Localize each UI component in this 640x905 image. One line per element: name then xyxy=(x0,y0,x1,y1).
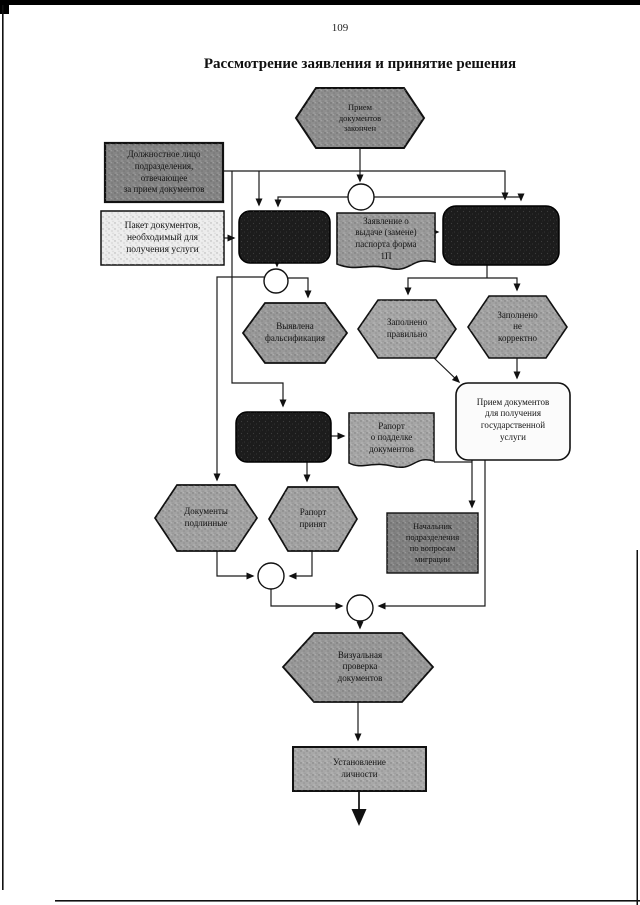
report-document-label: Рапорт о подделке документов xyxy=(369,420,414,454)
exit-arrowhead xyxy=(351,809,367,826)
connector-lines xyxy=(213,148,525,810)
falsification-hexagon-label: Выявлена фальсификация xyxy=(265,321,325,343)
connector-junctionA-to-process1 xyxy=(274,196,348,208)
connector-correct-to-reception xyxy=(432,356,461,384)
start-hexagon-label: Прием документов закончен xyxy=(338,101,382,134)
connector-junctionB-to-genuine xyxy=(213,276,264,482)
connector-junctionB-to-falsification xyxy=(288,277,312,299)
chief-box-label: Начальник подразделения по вопросам мигр… xyxy=(405,521,460,564)
page-border-bottom xyxy=(55,900,640,902)
visual-check-hexagon-label: Визуальная проверка документов xyxy=(337,649,383,683)
reception-box-label: Прием документов для получения государст… xyxy=(476,396,550,442)
connector-process2-to-correct xyxy=(404,277,487,296)
page-number: 109 xyxy=(331,22,349,34)
connector-official-to-process2 xyxy=(223,170,509,201)
page-border-left xyxy=(2,5,4,890)
connector-genuine-to-junctionC xyxy=(216,551,255,580)
report-accepted-hexagon-label: Рапорт принят xyxy=(299,507,327,529)
identity-box-label: Установление личности xyxy=(333,757,386,779)
filled-incorrectly-hexagon-label: Заполнено не корректно xyxy=(497,309,538,343)
junction-circle-a xyxy=(347,183,375,211)
junction-circle-d xyxy=(346,594,374,622)
process2-label xyxy=(445,208,557,263)
official-box-label: Должностное лицо подразделения, отвечающ… xyxy=(123,149,205,195)
process1-label xyxy=(241,213,328,261)
junction-circle-b xyxy=(263,268,289,294)
page-border-right xyxy=(636,550,638,905)
page-border-corner xyxy=(0,0,9,14)
junction-circle-c xyxy=(257,562,285,590)
package-box-label: Пакет документов, необходимый для получе… xyxy=(124,220,201,256)
filled-correctly-hexagon-label: Заполнено правильно xyxy=(386,317,428,339)
connector-junctionC-to-junctionD xyxy=(270,589,344,610)
connector-reception-to-junctionD xyxy=(377,460,486,610)
process3-label xyxy=(238,414,329,460)
connector-process2-to-incorrect xyxy=(487,277,521,292)
application-document-label: Заявление о выдаче (замене) паспорта фор… xyxy=(355,215,417,261)
connector-reportaccepted-to-junctionC xyxy=(288,551,313,580)
page-border-top xyxy=(0,0,640,5)
connector-junctionA-to-process2 xyxy=(374,193,525,202)
documents-genuine-hexagon-label: Документы подлинные xyxy=(184,506,228,528)
page-title: Рассмотрение заявления и принятие решени… xyxy=(203,56,517,72)
